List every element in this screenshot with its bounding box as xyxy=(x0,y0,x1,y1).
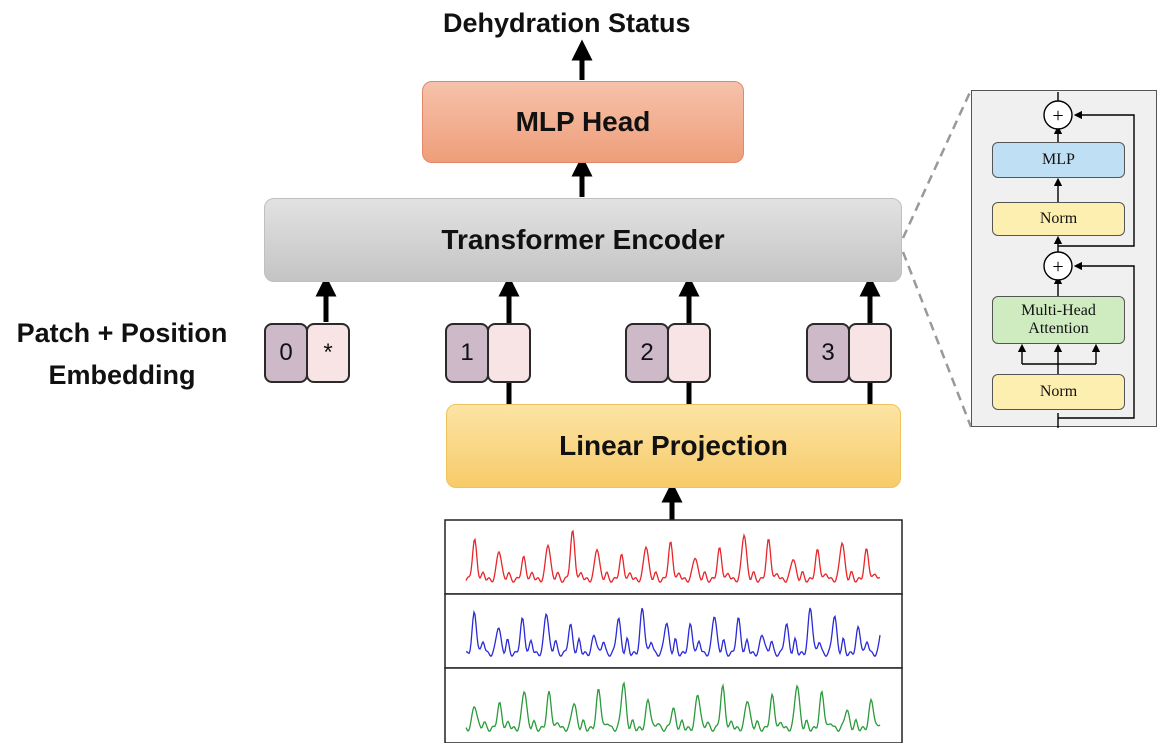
zoom-line-top xyxy=(901,89,973,239)
patch-token-0: * xyxy=(306,323,350,383)
detail-norm-bottom-block: Norm xyxy=(992,374,1125,410)
embedding-label-line2: Embedding xyxy=(48,360,196,390)
detail-mlp-block: MLP xyxy=(992,142,1125,178)
signal-waveform-green xyxy=(465,681,881,733)
position-token-1: 1 xyxy=(445,323,489,383)
patch-token-1 xyxy=(487,323,531,383)
position-token-0: 0 xyxy=(264,323,308,383)
zoom-line-bottom xyxy=(901,251,973,428)
embedding-label-line1: Patch + Position xyxy=(16,318,228,348)
patch-position-embedding-label: Patch + Position Embedding xyxy=(4,312,240,396)
mlp-head-block: MLP Head xyxy=(422,81,744,163)
signal-waveform-red xyxy=(465,529,881,584)
linear-projection-label: Linear Projection xyxy=(559,430,788,461)
add-circle-top xyxy=(1043,100,1073,130)
patch-token-2 xyxy=(667,323,711,383)
transformer-encoder-block: Transformer Encoder xyxy=(264,198,902,282)
detail-multi-head-attention-block: Multi-Head Attention xyxy=(992,296,1125,344)
add-circle-bottom xyxy=(1043,251,1073,281)
position-token-3: 3 xyxy=(806,323,850,383)
patch-token-3 xyxy=(848,323,892,383)
detail-norm-top-block: Norm xyxy=(992,202,1125,236)
signal-panel-red xyxy=(444,519,903,595)
position-token-2: 2 xyxy=(625,323,669,383)
signal-waveform-blue xyxy=(465,607,881,658)
mlp-head-label: MLP Head xyxy=(515,106,651,137)
output-title: Dehydration Status xyxy=(443,8,691,38)
add-symbol-top: + xyxy=(1052,105,1063,127)
transformer-encoder-label: Transformer Encoder xyxy=(441,224,725,255)
linear-projection-block: Linear Projection xyxy=(446,404,901,488)
add-symbol-bottom: + xyxy=(1052,256,1063,278)
